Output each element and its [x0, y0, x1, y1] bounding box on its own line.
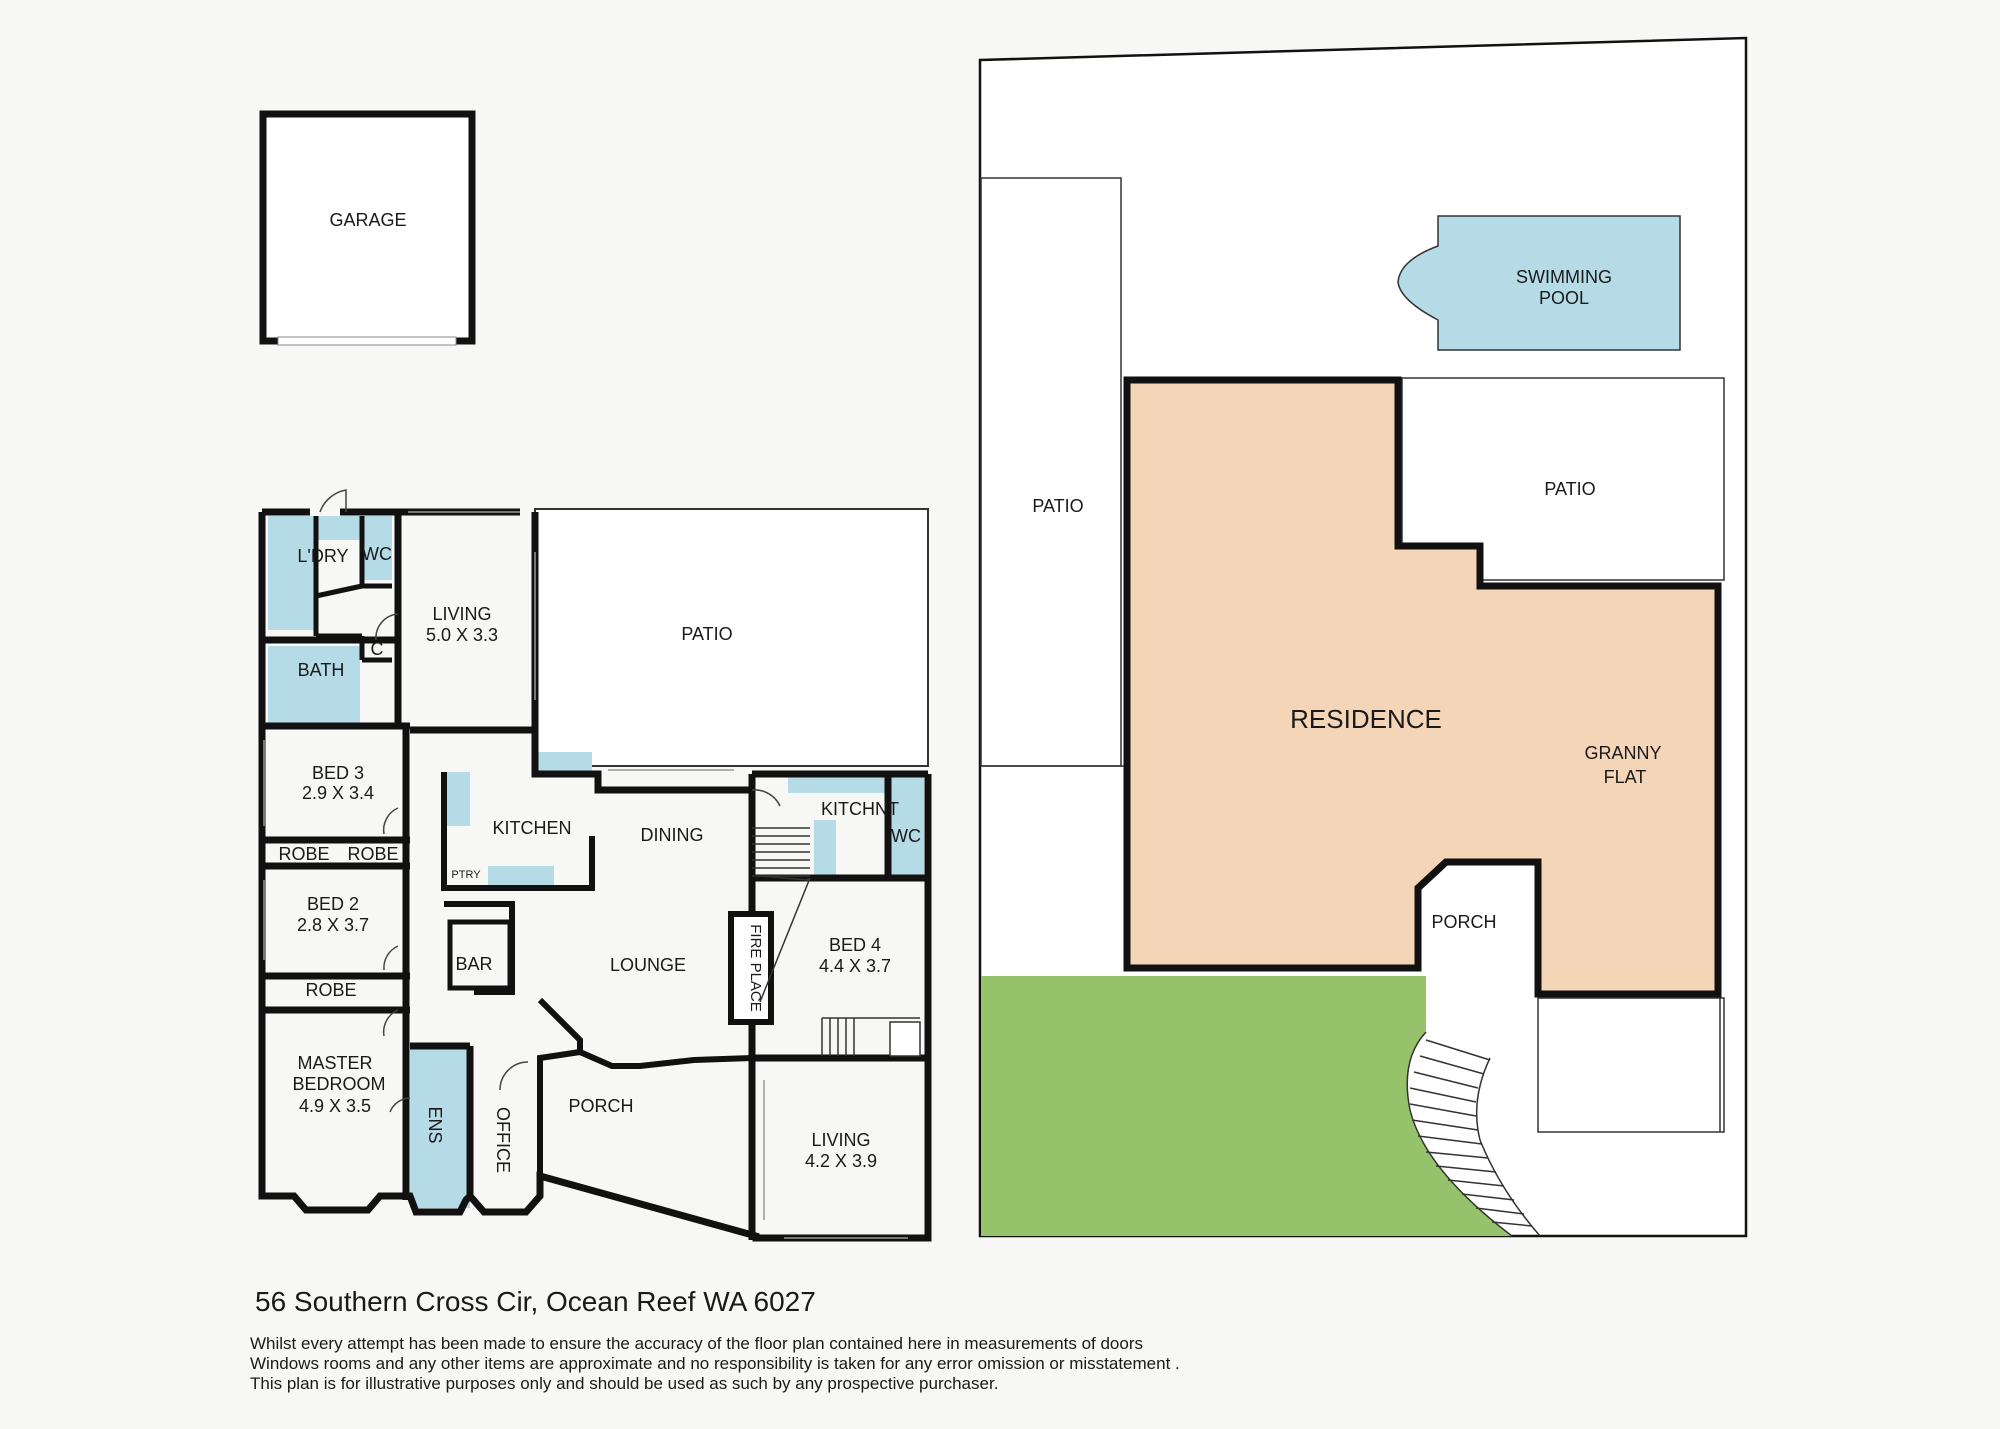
fireplace	[728, 911, 774, 1025]
patio-left-label: PATIO	[1032, 496, 1083, 516]
wc2-wet-area	[888, 773, 924, 877]
property-address: 56 Southern Cross Cir, Ocean Reef WA 602…	[255, 1286, 816, 1317]
stairs-bed4	[821, 1017, 921, 1057]
garage-label: GARAGE	[329, 210, 406, 230]
bed2-dim: 2.8 X 3.7	[297, 915, 369, 935]
site-plan: SWIMMING POOL PATIO PATIO RESIDENCE GRAN…	[978, 36, 1748, 1238]
wc1-label: WC	[362, 544, 392, 564]
lawn	[981, 976, 1512, 1236]
ensuite-wet-area	[410, 1046, 470, 1208]
kitchenette-label: KITCHNT	[821, 799, 899, 819]
house-floor-plan: L'DRY WC LIVING 5.0 X 3.3 PATIO C BATH B…	[258, 489, 932, 1242]
robe-b-label: ROBE	[347, 844, 398, 864]
bed4-label: BED 4	[829, 935, 881, 955]
pantry-label: PTRY	[451, 869, 481, 881]
disclaimer-line: This plan is for illustrative purposes o…	[250, 1374, 999, 1393]
master-label-2: BEDROOM	[292, 1074, 385, 1094]
residence-label: RESIDENCE	[1290, 704, 1442, 734]
robe-a-label: ROBE	[278, 844, 329, 864]
bar-label: BAR	[455, 954, 492, 974]
bed3-dim: 2.9 X 3.4	[302, 783, 374, 803]
office-label: OFFICE	[493, 1107, 513, 1173]
dining-label: DINING	[641, 825, 704, 845]
door-swings	[319, 489, 781, 1113]
swimming-pool	[1397, 215, 1681, 351]
robe-c-label: ROBE	[305, 980, 356, 1000]
living1-label: LIVING	[432, 604, 491, 624]
master-label-1: MASTER	[297, 1053, 372, 1073]
bed2-label: BED 2	[307, 894, 359, 914]
disclaimer-line: Windows rooms and any other items are ap…	[250, 1354, 1180, 1373]
disclaimer: Whilst every attempt has been made to en…	[250, 1334, 1350, 1394]
bed4-dim: 4.4 X 3.7	[819, 956, 891, 976]
porch-label: PORCH	[1431, 912, 1496, 932]
bath-label: BATH	[298, 660, 345, 680]
curved-stairs	[1406, 1031, 1541, 1237]
granny-flat-label-1: GRANNY	[1584, 743, 1661, 763]
patio-right-label: PATIO	[1544, 479, 1595, 499]
living2-label: LIVING	[811, 1130, 870, 1150]
porch-main-label: PORCH	[568, 1096, 633, 1116]
windows	[263, 511, 908, 1239]
ensuite-label: ENS	[425, 1106, 445, 1143]
wc-wet-area	[362, 516, 392, 580]
bed3-label: BED 3	[312, 763, 364, 783]
laundry-wet-area	[268, 516, 318, 630]
pool-label-1: SWIMMING	[1516, 267, 1612, 287]
cupboard-label: C	[371, 639, 384, 659]
disclaimer-line: Whilst every attempt has been made to en…	[250, 1334, 1143, 1353]
pool-label-2: POOL	[1539, 288, 1589, 308]
kitchen-label: KITCHEN	[492, 818, 571, 838]
laundry-label: L'DRY	[297, 546, 348, 566]
fireplace-label: FIRE PLACE	[747, 924, 764, 1012]
garage: GARAGE	[259, 110, 476, 346]
stairs-kitchenette	[752, 827, 811, 1003]
living1-dim: 5.0 X 3.3	[426, 625, 498, 645]
living2-dim: 4.2 X 3.9	[805, 1151, 877, 1171]
patio-main-label: PATIO	[681, 624, 732, 644]
wc2-label: WC	[891, 826, 921, 846]
bath-wet-area	[268, 646, 360, 726]
granny-flat-label-2: FLAT	[1604, 767, 1647, 787]
lounge-label: LOUNGE	[610, 955, 686, 975]
master-dim: 4.9 X 3.5	[299, 1096, 371, 1116]
